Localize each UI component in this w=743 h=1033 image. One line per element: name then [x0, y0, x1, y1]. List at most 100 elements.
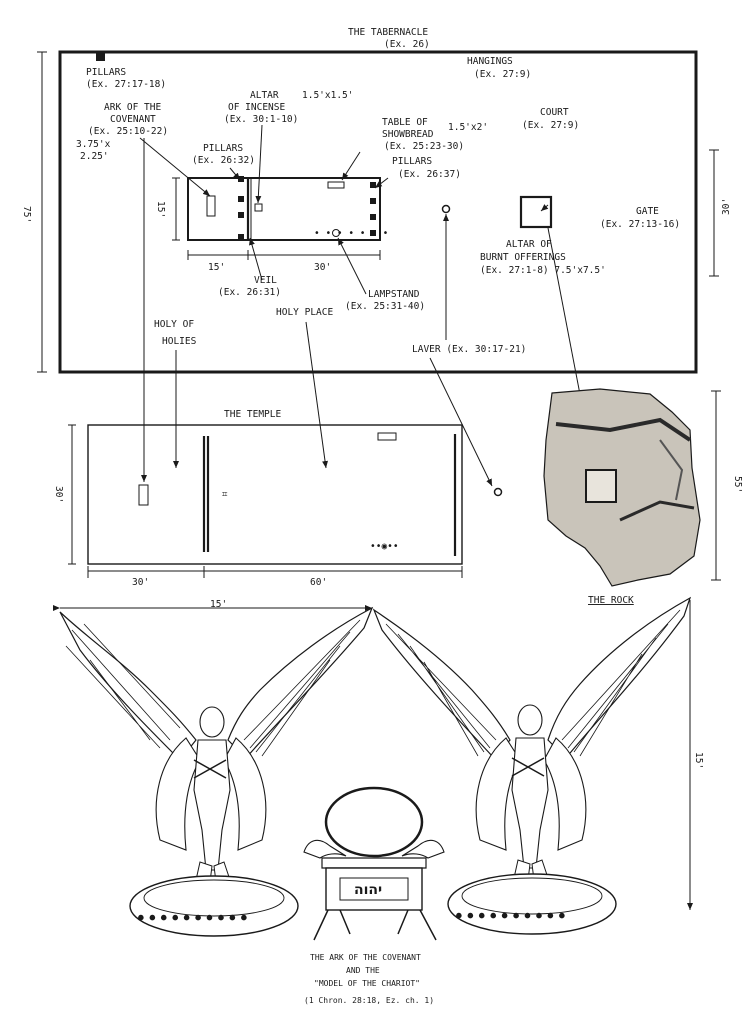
- veil-ref: (Ex. 26:31): [218, 287, 281, 298]
- altar-incense-mark: [254, 203, 263, 212]
- altar-incense-label-2: OF INCENSE: [228, 102, 285, 113]
- temple-table-mark: [377, 432, 397, 441]
- table-label-2: SHOWBREAD: [382, 129, 434, 140]
- corner-pillar: [96, 53, 105, 61]
- temple-ark-mark: [138, 484, 149, 506]
- leader-altar-incense: [255, 124, 263, 204]
- hangings-ref: (Ex. 27:9): [474, 69, 531, 80]
- dim-75-label: 75': [21, 206, 32, 223]
- dim-15-bottom-label: 15': [208, 262, 225, 273]
- tabernacle-title: THE TABERNACLE: [348, 27, 428, 38]
- left-cherub-left-wing-feathers: [65, 623, 181, 749]
- leader-ark: [139, 137, 211, 197]
- ark-lid: [321, 857, 427, 869]
- rock-drawing: [543, 388, 701, 587]
- ark-legs: [313, 909, 437, 941]
- leader-pillars-door: [374, 177, 389, 189]
- left-cherub-left-wing: [59, 611, 197, 761]
- rock-texture-2: [619, 500, 695, 522]
- holy-of-label: HOLY OF: [154, 319, 194, 330]
- pillars-veil-label: PILLARS: [203, 143, 243, 154]
- ark-ref: (Ex. 25:10-22): [88, 126, 168, 137]
- ark-name-plate: [339, 877, 409, 901]
- court-ref: (Ex. 27:9): [522, 120, 579, 131]
- veil-pillar-4: [238, 234, 244, 240]
- right-cherub-arms: [511, 757, 545, 777]
- dim-30-right-label: 30': [721, 198, 732, 215]
- table-mark: [327, 181, 345, 189]
- altar-incense-label: ALTAR: [250, 90, 279, 101]
- left-cherub-head: [199, 706, 225, 738]
- ark-dim-1: 3.75'x: [76, 139, 111, 150]
- court-label: COURT: [540, 107, 569, 118]
- court-outline: [58, 50, 698, 374]
- left-cherub-lower-wings: [155, 737, 267, 851]
- altar-incense-dim: 1.5'x1.5': [302, 90, 353, 101]
- temple-dim-30-label: 30': [132, 577, 149, 588]
- left-cherub-base-dots: ● ● ● ● ● ● ● ● ● ●: [138, 912, 247, 923]
- veil-pillar-3: [238, 212, 244, 218]
- right-cherub-right-wing-feathers: [561, 609, 681, 757]
- pillars-corner-ref: (Ex. 27:17-18): [86, 79, 166, 90]
- leader-lampstand: [337, 237, 367, 295]
- right-cherub-head: [517, 704, 543, 736]
- door-pillar-2: [370, 198, 376, 204]
- pillars-door-label: PILLARS: [392, 156, 432, 167]
- left-cherub-arms: [193, 759, 227, 779]
- caption-line-2: AND THE: [346, 966, 380, 975]
- holies-label: HOLIES: [162, 336, 197, 347]
- pillars-door-ref: (Ex. 26:37): [398, 169, 461, 180]
- veil-pillar-1: [238, 176, 244, 182]
- ark-dim-2: 2.25': [80, 151, 109, 162]
- door-pillar-3: [370, 214, 376, 220]
- table-ref: (Ex. 25:23-30): [384, 141, 464, 152]
- altar-burnt-mark: [519, 195, 553, 229]
- lampstand-mark: [332, 229, 340, 237]
- leader-pillars-veil: [229, 167, 241, 181]
- table-dim: 1.5'x2': [448, 122, 488, 133]
- pillars-corner-label: PILLARS: [86, 67, 126, 78]
- leader-laver-to-temple: [429, 357, 493, 487]
- altar-incense-ref: (Ex. 30:1-10): [224, 114, 298, 125]
- altar-burnt-ref: (Ex. 27:1-8) 7.5'x7.5': [480, 265, 606, 276]
- right-cherub-lower-wings: [475, 737, 587, 851]
- lampstand-ref: (Ex. 25:31-40): [345, 301, 425, 312]
- gate-label: GATE: [636, 206, 659, 217]
- altar-burnt-label-2: BURNT OFFERINGS: [480, 252, 566, 263]
- altar-burnt-label: ALTAR OF: [506, 239, 552, 250]
- left-cherub-right-wing: [227, 606, 374, 759]
- gate-ref: (Ex. 27:13-16): [600, 219, 680, 230]
- temple-title: THE TEMPLE: [224, 409, 281, 420]
- tent-outline: [187, 177, 381, 241]
- laver-label: LAVER (Ex. 30:17-21): [412, 344, 526, 355]
- veil-pillar-2: [238, 196, 244, 202]
- caption-line-4: (1 Chron. 28:18, Ez. ch. 1): [304, 996, 434, 1005]
- dim-15-side-label: 15': [155, 201, 166, 218]
- left-cherub-base: [129, 875, 299, 937]
- caption-line-3: "MODEL OF THE CHARIOT": [314, 979, 420, 988]
- laver-mark: [441, 204, 451, 214]
- temple-dim-60-label: 60': [310, 577, 327, 588]
- leader-holy-place-to-temple: [305, 321, 329, 469]
- hangings-label: HANGINGS: [467, 56, 513, 67]
- lampstand-label: LAMPSTAND: [368, 289, 420, 300]
- table-label: TABLE OF: [382, 117, 428, 128]
- temple-dim-side-label: 30': [53, 486, 64, 503]
- ark-label-2: COVENANT: [110, 114, 156, 125]
- caption-line-1: THE ARK OF THE COVENANT: [310, 953, 421, 962]
- rock-texture-3: [659, 439, 684, 501]
- ark-with-cherubim: יהוה: [303, 786, 445, 941]
- right-cherub: ● ● ● ● ● ● ● ● ● ●: [372, 596, 692, 935]
- rock-dim-label: 55': [732, 476, 743, 493]
- leader-table: [341, 151, 361, 181]
- left-cherub-body: [193, 739, 231, 871]
- left-cherub-right-wing-feathers: [243, 619, 361, 757]
- temple-laver-mark: [493, 487, 503, 497]
- dim-30-bottom-label: 30': [314, 262, 331, 273]
- pillars-veil-ref: (Ex. 26:32): [192, 155, 255, 166]
- holy-place-label: HOLY PLACE: [276, 307, 333, 318]
- left-cherub: ● ● ● ● ● ● ● ● ● ●: [59, 606, 374, 937]
- ark-cloud: [324, 786, 424, 858]
- door-pillar-1: [370, 182, 376, 188]
